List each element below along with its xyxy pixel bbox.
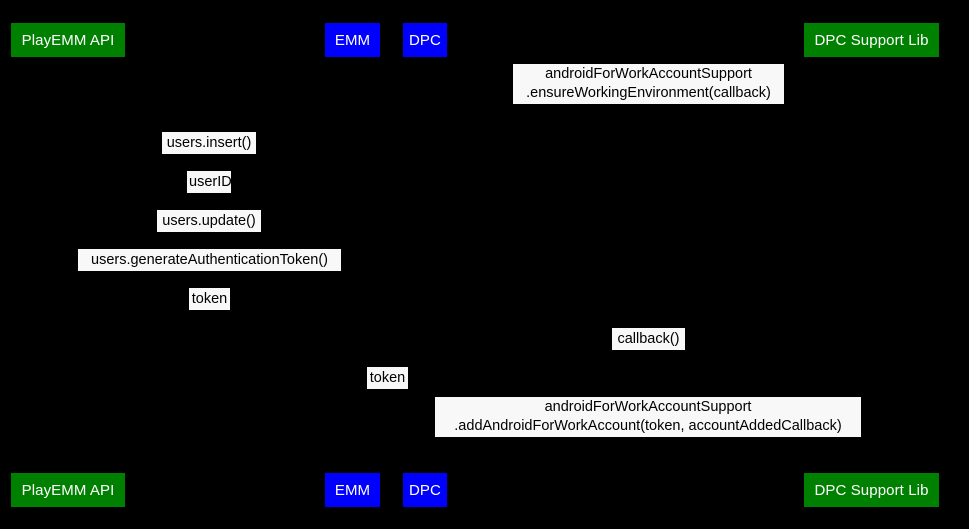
message-label-line: users.update()	[162, 212, 256, 229]
participant-dpc-support-lib: DPC Support Lib	[804, 23, 939, 57]
participant-label: DPC Support Lib	[814, 31, 929, 49]
message-label-token: token	[367, 367, 408, 389]
message-label-users-update: users.update()	[157, 210, 261, 232]
participant-label: EMM	[334, 31, 371, 49]
participant-label: PlayEMM API	[21, 31, 115, 49]
participant-emm: EMM	[325, 23, 380, 57]
lifeline-3	[871, 57, 872, 473]
participant-label: DPC	[409, 481, 441, 499]
message-label-token: token	[189, 288, 230, 310]
message-label-users-insert: users.insert()	[162, 132, 256, 154]
lifeline-1	[352, 57, 353, 473]
message-label-line: userID	[189, 173, 232, 190]
message-label-line: token	[369, 369, 406, 386]
message-label-line: callback()	[617, 330, 680, 347]
participant-dpc: DPC	[403, 473, 447, 507]
message-label-userid: userID	[187, 171, 232, 193]
participant-playemm-api: PlayEMM API	[11, 23, 125, 57]
participant-label: DPC	[409, 31, 441, 49]
participant-dpc: DPC	[403, 23, 447, 57]
message-label-callback: callback()	[612, 328, 685, 350]
lifeline-0	[68, 57, 69, 473]
lifeline-2	[425, 57, 426, 473]
message-label-line: users.insert()	[166, 134, 252, 151]
participant-emm: EMM	[325, 473, 380, 507]
message-label-line: androidForWorkAccountSupport	[545, 66, 752, 82]
participant-label: EMM	[334, 481, 371, 499]
message-label-line: .ensureWorkingEnvironment(callback)	[526, 85, 771, 101]
participant-label: DPC Support Lib	[814, 481, 929, 499]
message-label-users-generateauthenticationtoken: users.generateAuthenticationToken()	[78, 249, 341, 271]
message-label-line: token	[191, 290, 228, 307]
message-label-line: .addAndroidForWorkAccount(token, account…	[454, 418, 842, 434]
message-label-line: androidForWorkAccountSupport	[544, 399, 752, 415]
message-label-androidforworkaccountsupport: androidForWorkAccountSupport .ensureWorki…	[513, 64, 784, 104]
participant-label: PlayEMM API	[21, 481, 115, 499]
message-label-line: users.generateAuthenticationToken()	[91, 251, 328, 268]
participant-dpc-support-lib: DPC Support Lib	[804, 473, 939, 507]
participant-playemm-api: PlayEMM API	[11, 473, 125, 507]
message-label-androidforworkaccountsupport: androidForWorkAccountSupport .addAndroidF…	[435, 397, 861, 437]
